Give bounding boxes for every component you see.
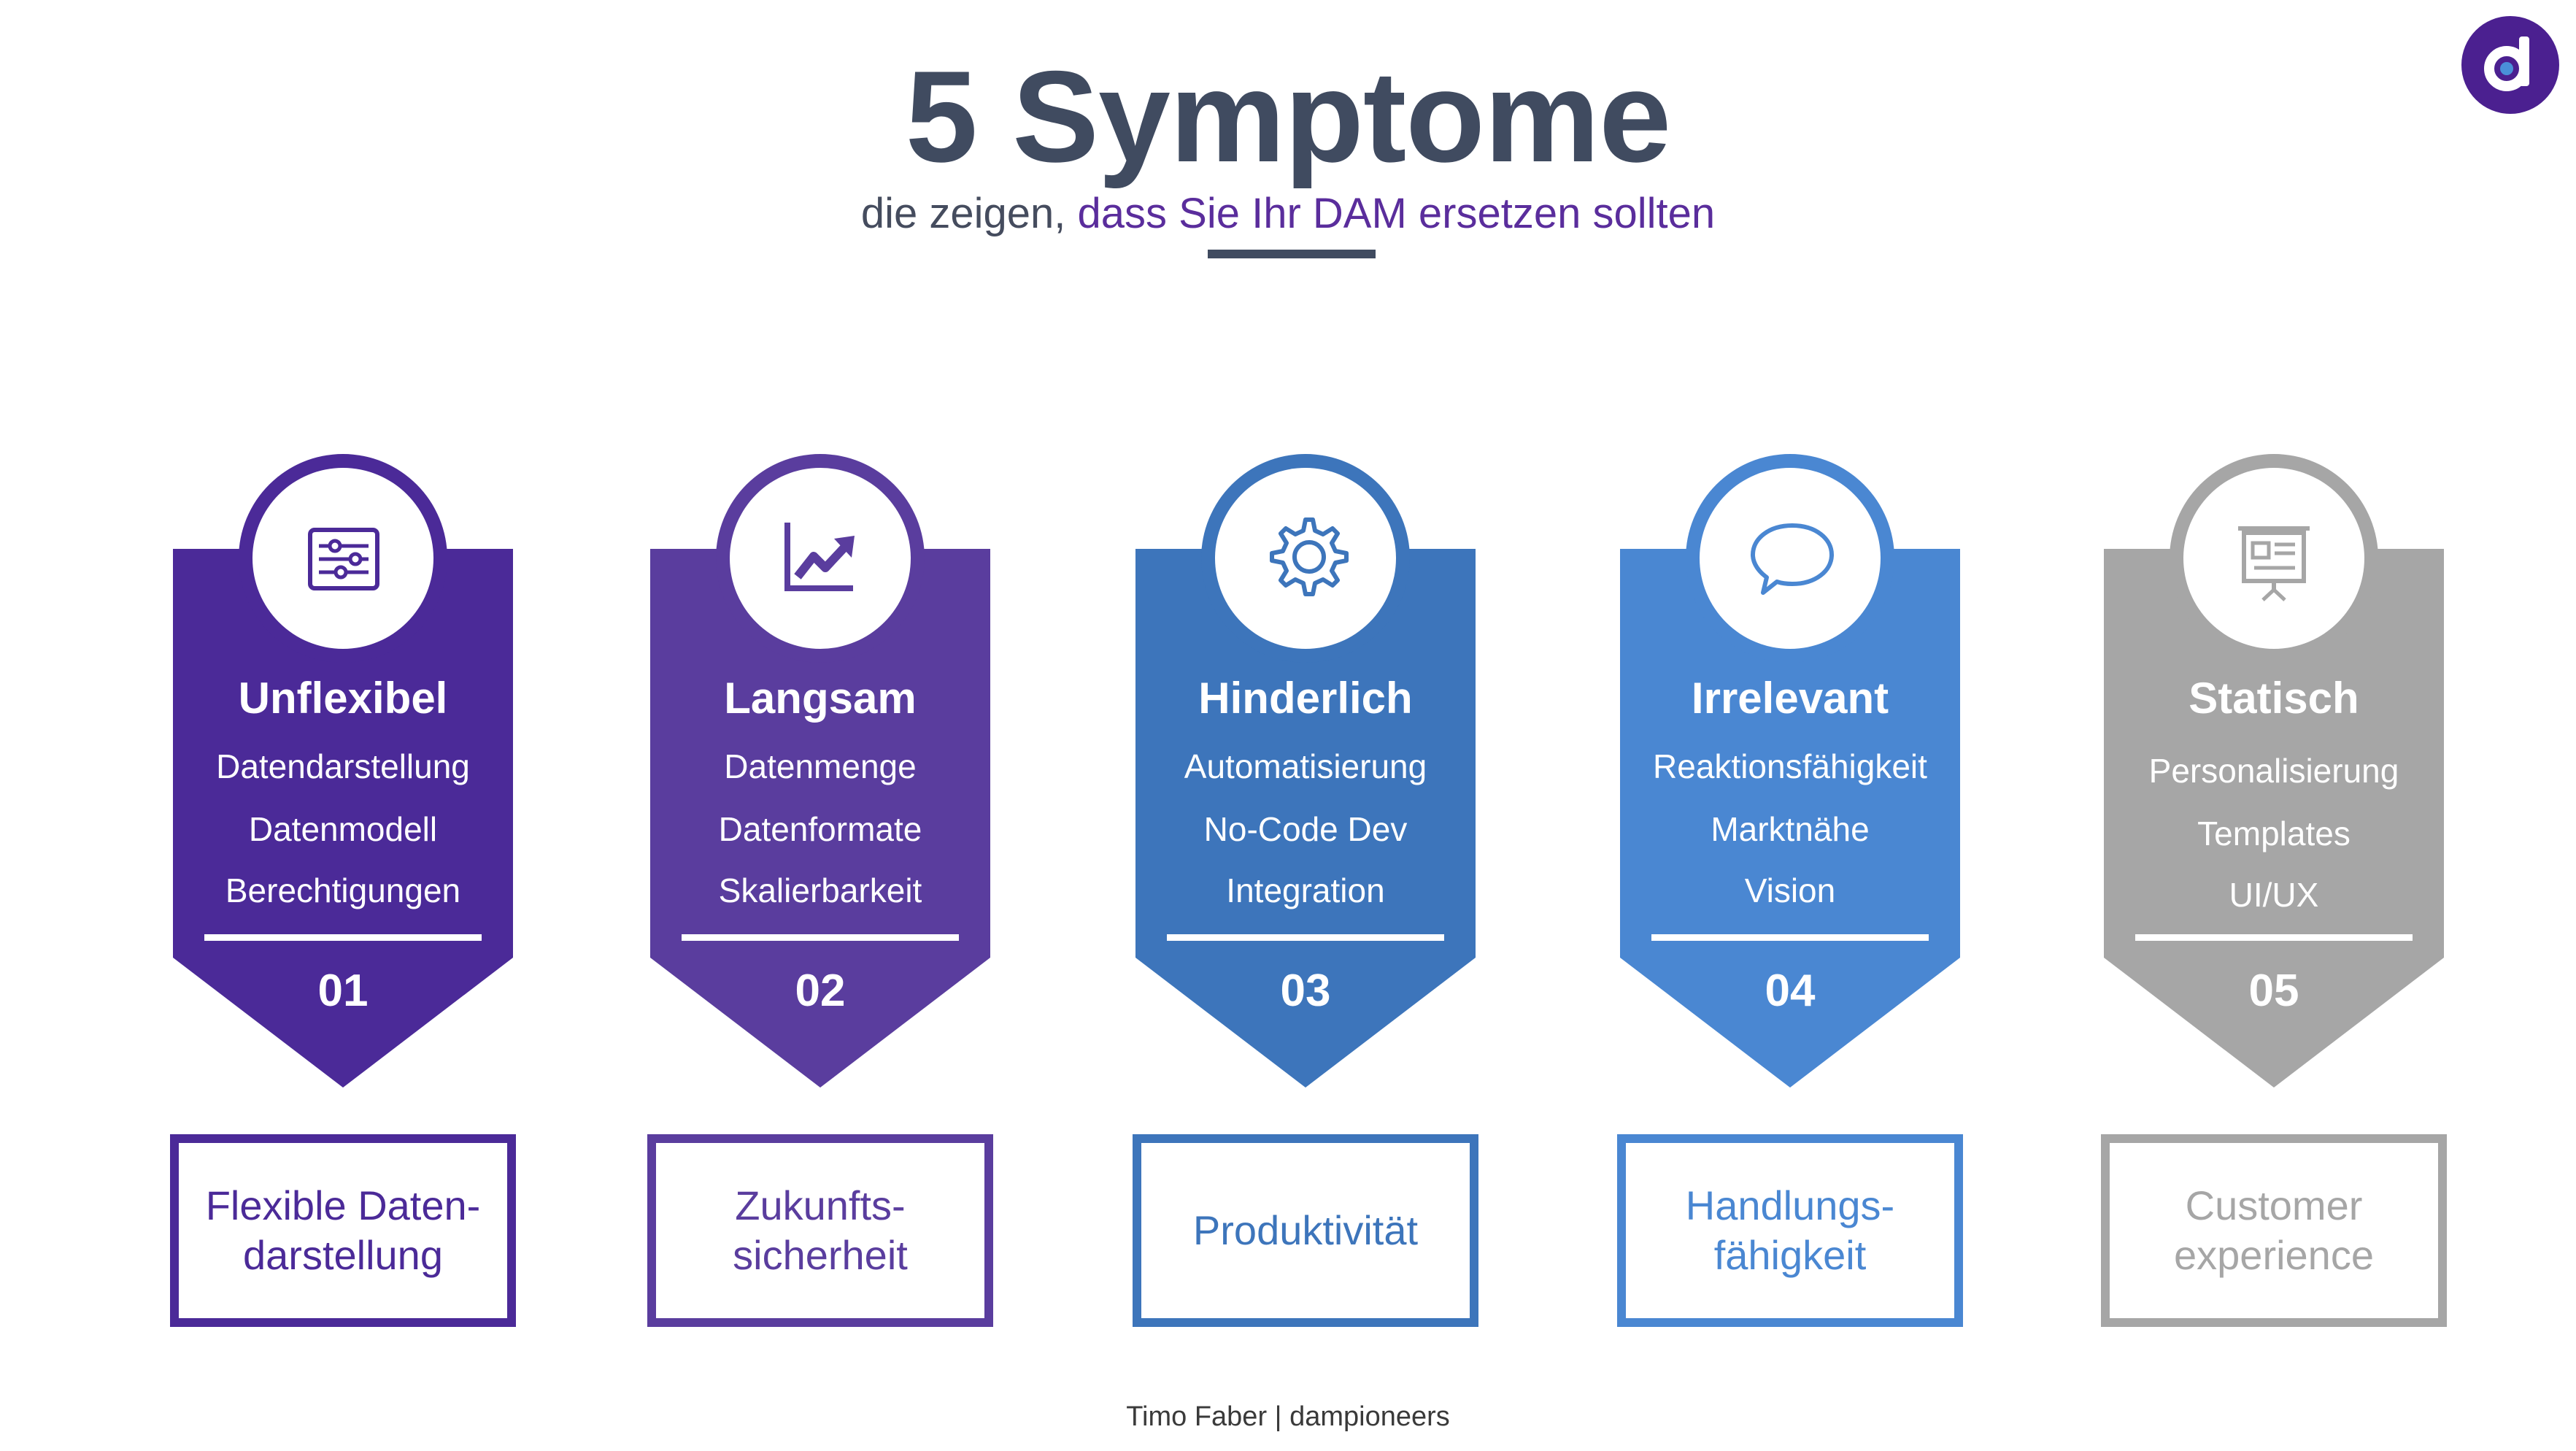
outcome-label: Flexible Daten- [205,1182,481,1228]
card-arrow-body [650,549,990,1088]
card-item: Integration [1226,871,1385,909]
outcome-text: Produktivität [1193,1206,1418,1255]
outcome-text: Zukunfts-sicherheit [733,1181,908,1280]
outcome-label: Produktivität [1192,1207,1419,1253]
trending-up-chart-icon [752,490,888,626]
card-shape [1620,454,1960,1088]
outcome-box: Produktivität [1133,1134,1478,1327]
card-number: 03 [1280,966,1331,1016]
card-item: Reaktionsfähigkeit [1653,747,1927,785]
card-divider [1651,934,1929,941]
card-item: No-Code Dev [1203,810,1408,848]
outcome-label: Zukunfts- [735,1182,906,1228]
card-arrow-body [1620,549,1960,1088]
card-arrow-body [173,549,513,1088]
card-icon-disc [1215,468,1396,649]
card-item: Datenformate [718,810,922,848]
outcome-label: darstellung [243,1232,443,1278]
card-divider [204,934,482,941]
title-underline [1208,250,1376,258]
outcome-text: Handlungs-fähigkeit [1686,1181,1894,1280]
page-title: 5 Symptome [905,44,1671,189]
card-divider [1167,934,1444,941]
outcome-label: sicherheit [733,1232,908,1278]
subtitle-plain: die zeigen, [860,190,1066,237]
presentation-board-icon [2206,490,2342,626]
card-title: Hinderlich [1198,674,1413,723]
outcome-text: Flexible Daten-darstellung [206,1181,481,1280]
card-arrow-body [1135,549,1476,1088]
card-item: Marktnähe [1711,810,1870,848]
gear-icon [1238,490,1373,626]
card-item: Datendarstellung [216,747,470,785]
card-item: Datenmenge [724,747,917,785]
outcome-label: Handlungs- [1685,1182,1895,1228]
card-divider [2135,934,2413,941]
outcome-box: Handlungs-fähigkeit [1617,1134,1963,1327]
dampioneers-d-logo-icon [2461,16,2559,114]
card-arrow-body [2104,549,2444,1088]
card-item: Berechtigungen [225,871,461,909]
footer-credit: Timo Faber | dampioneers [1126,1401,1450,1432]
card-number: 04 [1765,966,1816,1016]
card-item: Templates [2197,815,2351,852]
card-icon-disc [2183,468,2364,649]
card-title: Langsam [724,674,917,723]
card-item: UI/UX [2229,876,2319,914]
card-item: Datenmodell [248,810,438,848]
card-item: Personalisierung [2148,752,2399,790]
card-title: Statisch [2189,674,2359,723]
card-number: 05 [2248,966,2299,1016]
subtitle-highlight: dass Sie Ihr DAM ersetzen sollten [1077,190,1716,237]
outcome-label: Customer [2185,1182,2363,1228]
card-title: Unflexibel [238,674,448,723]
outcome-box: Flexible Daten-darstellung [170,1134,516,1327]
card-divider [682,934,959,941]
outcome-box: Zukunfts-sicherheit [647,1134,993,1327]
outcome-label: experience [2174,1232,2374,1278]
card-icon-disc [1700,468,1881,649]
card-shape [2104,454,2444,1088]
card-item: Skalierbarkeit [718,871,922,909]
card-title: Irrelevant [1691,674,1889,723]
card-shape [1135,454,1476,1088]
card-number: 02 [795,966,846,1016]
sliders-settings-icon [275,490,411,626]
outcome-label: fähigkeit [1713,1232,1867,1278]
card-number: 01 [317,966,369,1016]
speech-bubble-icon [1722,490,1858,626]
card-item: Automatisierung [1184,747,1427,785]
card-item: Vision [1744,871,1836,909]
page-subtitle: die zeigen, dass Sie Ihr DAM ersetzen so… [0,188,2576,239]
